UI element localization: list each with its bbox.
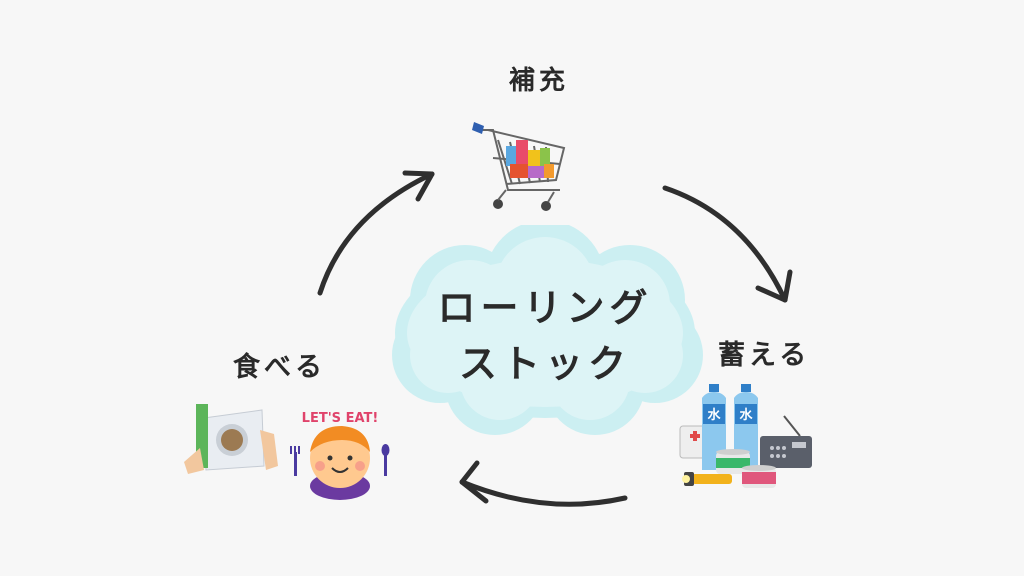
center-title: ローリング ストック — [380, 280, 710, 392]
child-eating-icon: LET'S EAT! — [290, 411, 390, 500]
step-label-eat: 食べる — [233, 352, 326, 383]
lets-eat-text: LET'S EAT! — [302, 411, 379, 426]
stockpile-items-icon: 水 水 — [679, 384, 812, 488]
arrow-replenish-to-stockpile — [662, 185, 793, 303]
emergency-food-pack-icon — [184, 404, 278, 474]
step-label-replenish: 補充 — [509, 66, 570, 96]
water-label: 水 — [707, 407, 721, 423]
fork-icon — [290, 446, 300, 476]
center-title-line1: ローリング — [437, 286, 653, 330]
step-label-stockpile: 蓄える — [718, 340, 811, 371]
arrow-stockpile-to-eat — [459, 460, 628, 507]
canned-food-icon — [742, 465, 776, 488]
center-title-line2: ストック — [458, 342, 631, 386]
water-label: 水 — [739, 407, 753, 423]
canned-food-icon — [716, 449, 750, 474]
radio-icon — [760, 415, 812, 468]
arrow-eat-to-replenish — [317, 170, 435, 296]
spoon-icon — [381, 444, 390, 476]
center-cloud — [392, 225, 703, 435]
eating-illustration: LET'S EAT! — [184, 404, 390, 500]
flashlight-icon — [682, 472, 732, 486]
shopping-cart-icon — [472, 122, 566, 211]
